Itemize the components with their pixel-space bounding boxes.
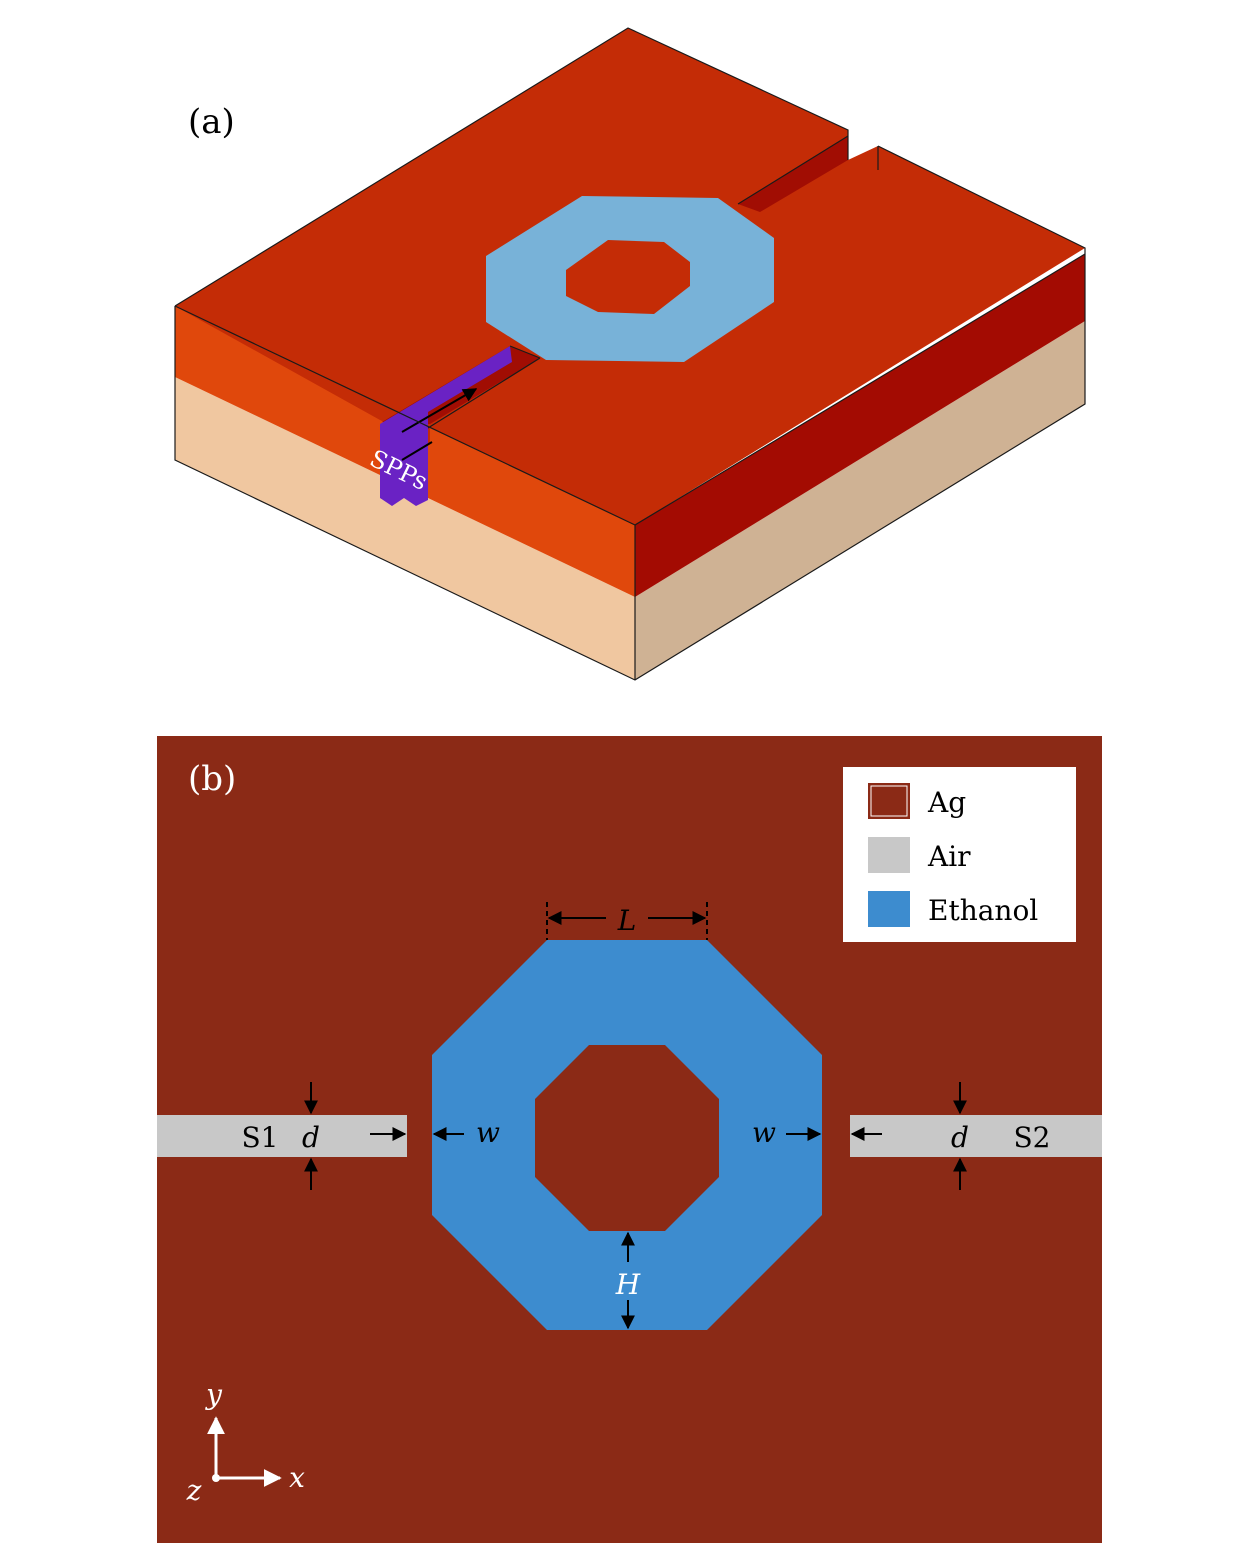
- substrate-front-face: [175, 377, 635, 680]
- label-d-right: d: [951, 1121, 969, 1154]
- octagon-ring-inner: [566, 240, 690, 314]
- metal-right-face: [635, 254, 1085, 597]
- waveguide-s2: [850, 1115, 1102, 1157]
- legend-label-ethanol: Ethanol: [928, 894, 1038, 927]
- label-s1: S1: [242, 1121, 279, 1154]
- spps-wave-block: [380, 346, 512, 506]
- dimension-L: [546, 902, 708, 940]
- octagon-ring-inner-ag: [535, 1045, 719, 1231]
- legend-label-ag: Ag: [927, 786, 966, 819]
- label-d-left: d: [302, 1121, 320, 1154]
- label-w-right: w: [752, 1116, 776, 1149]
- label-w-left: w: [476, 1116, 500, 1149]
- right-slit-wall: [738, 136, 848, 212]
- axis-label-x: x: [289, 1461, 305, 1494]
- legend-swatch-air: [868, 837, 910, 873]
- legend-swatch-ethanol: [868, 891, 910, 927]
- panel-b-label: (b): [188, 759, 236, 799]
- axis-label-z: z: [186, 1474, 202, 1507]
- axis-origin: [212, 1474, 220, 1482]
- substrate-right-face: [635, 321, 1085, 680]
- waveguide-s1: [157, 1115, 407, 1157]
- panel-a-3d-view: (a) SPPs: [174, 27, 1086, 681]
- label-s2: S2: [1014, 1121, 1051, 1154]
- coordinate-axes: [207, 1416, 282, 1487]
- spps-arrow-2: [401, 441, 433, 461]
- legend-swatch-ag: [868, 783, 910, 819]
- axis-label-y: y: [204, 1378, 223, 1411]
- panel-a-edges: [174, 27, 1086, 681]
- spps-arrow-1: [401, 388, 478, 433]
- label-L: L: [617, 904, 637, 937]
- legend-label-air: Air: [927, 840, 971, 873]
- legend-swatch-border: [870, 785, 908, 817]
- label-H: H: [615, 1268, 641, 1301]
- panel-a-label: (a): [188, 102, 235, 142]
